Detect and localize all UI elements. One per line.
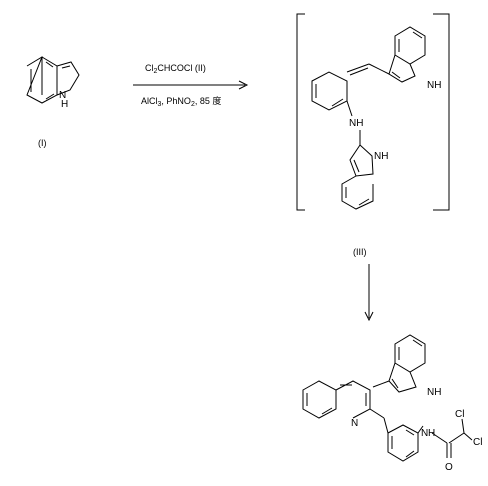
intermediate-bottom-indole-nh: NH — [374, 151, 388, 162]
intermediate-bridge-nh: NH — [349, 118, 363, 129]
intermediate-top-indole-nh: NH — [427, 80, 441, 91]
product-amide-h: H — [428, 428, 435, 439]
right-bracket — [433, 13, 450, 211]
product-amide-n: N — [421, 428, 428, 439]
intermediate-structure — [311, 26, 426, 210]
reagent-label: Cl2CHCOCl (II) — [145, 63, 206, 75]
indole-structure — [26, 56, 80, 104]
product-cl-top: Cl — [455, 409, 464, 420]
conditions-label: AlCl3, PhNO2, 85 度 — [141, 95, 221, 108]
left-bracket — [296, 13, 305, 211]
product-indole-nh: NH — [427, 387, 441, 398]
product-structure — [302, 334, 473, 462]
product-carbonyl-o: O — [445, 462, 453, 473]
compound-iii-label: (III) — [353, 247, 367, 257]
indole-n-atom: N — [59, 90, 66, 101]
reaction-arrowhead — [238, 80, 249, 90]
product-quinoline-n: N — [351, 418, 358, 429]
down-arrowhead — [364, 311, 374, 322]
compound-i-label: (I) — [38, 138, 47, 148]
product-cl-right: Cl — [473, 437, 482, 448]
indole-h-atom: H — [61, 99, 68, 110]
